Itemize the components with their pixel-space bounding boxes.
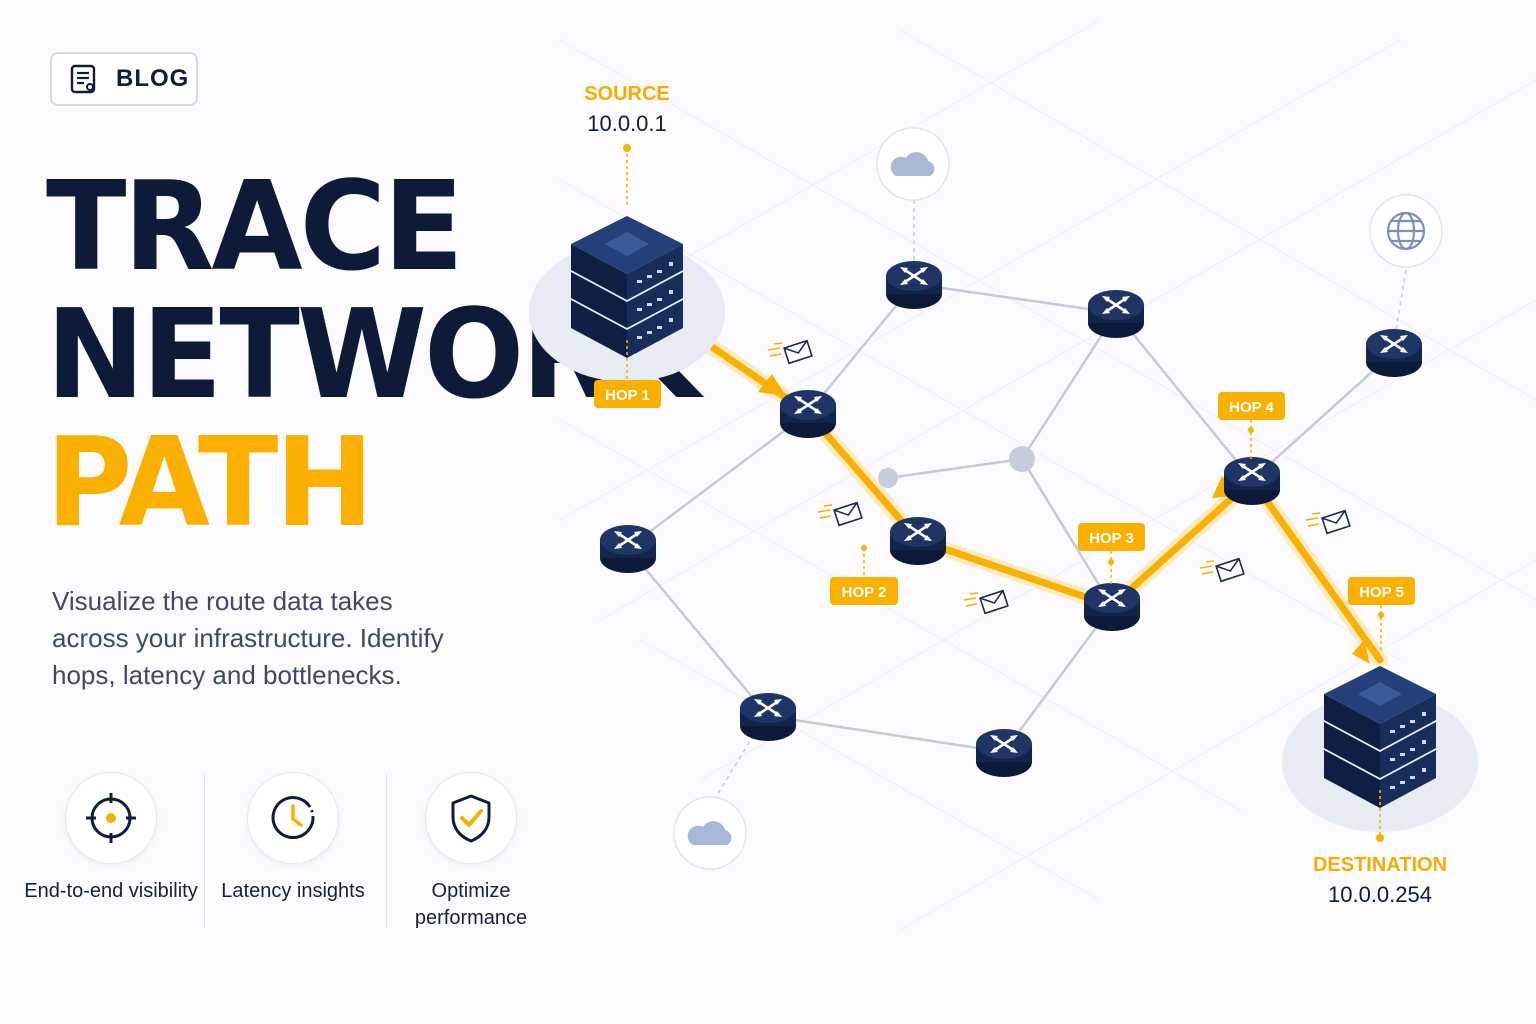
target-icon <box>86 793 136 843</box>
packet-envelope-icon <box>1305 509 1351 535</box>
feature-label: End-to-end visibility <box>24 880 198 902</box>
hero-description: Visualize the route data takes across yo… <box>52 586 444 690</box>
destination-label: DESTINATION <box>1313 854 1447 876</box>
hop-label: HOP 4 <box>1229 399 1274 416</box>
packet-envelope-icon <box>767 339 813 365</box>
router-icon <box>974 727 1034 779</box>
router-hop3-icon <box>1082 581 1142 633</box>
packet-envelope-icon <box>817 501 863 527</box>
feature-label: Latency insights <box>221 880 365 902</box>
source-server-icon <box>529 216 725 382</box>
router-hop1-icon <box>778 388 838 440</box>
feature-visibility: End-to-end visibility <box>21 772 201 905</box>
router-icon <box>1364 327 1424 379</box>
hop-label: HOP 5 <box>1359 584 1404 601</box>
feature-icon-circle <box>65 772 157 864</box>
packet-envelope-icon <box>963 589 1009 615</box>
clock-icon <box>271 796 315 839</box>
router-hop2-icon <box>888 515 948 567</box>
router-icon <box>738 691 798 743</box>
cloud-links <box>713 200 1407 801</box>
background-grid <box>559 19 1536 931</box>
router-icon <box>884 259 944 311</box>
title-line-path: PATH <box>46 410 374 555</box>
router-icon <box>598 523 658 575</box>
hop-label: HOP 2 <box>842 584 887 601</box>
source-label: SOURCE <box>584 83 670 105</box>
feature-label: Optimize performance <box>414 880 528 929</box>
hop-badge-4: HOP 4 <box>1218 392 1285 460</box>
feature-icon-circle <box>425 772 517 864</box>
blog-label: BLOG <box>116 65 190 92</box>
shield-check-icon <box>451 794 491 843</box>
feature-divider <box>386 774 387 928</box>
globe-icon <box>1369 194 1443 268</box>
junction-node <box>878 468 898 488</box>
hop-badge-3: HOP 3 <box>1078 523 1145 585</box>
destination-connector-dot <box>1376 834 1384 842</box>
hop-label: HOP 3 <box>1089 530 1134 547</box>
document-icon <box>70 64 96 94</box>
hop-badge-1: HOP 1 <box>594 340 661 408</box>
network-links <box>627 282 1395 754</box>
destination-ip: 10.0.0.254 <box>1328 882 1432 907</box>
feature-optimize: Optimize performance <box>381 772 561 932</box>
cloud-icon <box>876 127 950 201</box>
source-ip: 10.0.0.1 <box>587 111 667 136</box>
source-connector-dot <box>623 144 631 152</box>
router-icon <box>1086 288 1146 340</box>
feature-divider <box>204 774 205 928</box>
packet-envelope-icon <box>1199 557 1245 583</box>
blog-badge[interactable]: BLOG <box>50 52 198 106</box>
cloud-icon <box>673 796 747 870</box>
title-line-trace: TRACE <box>46 154 464 299</box>
hop-badge-5: HOP 5 <box>1348 577 1415 650</box>
junction-node <box>1009 446 1035 472</box>
hop-label: HOP 1 <box>605 387 650 404</box>
hop-badge-2: HOP 2 <box>830 545 898 605</box>
feature-latency: Latency insights <box>203 772 383 905</box>
router-hop4-icon <box>1222 455 1282 507</box>
feature-icon-circle <box>247 772 339 864</box>
